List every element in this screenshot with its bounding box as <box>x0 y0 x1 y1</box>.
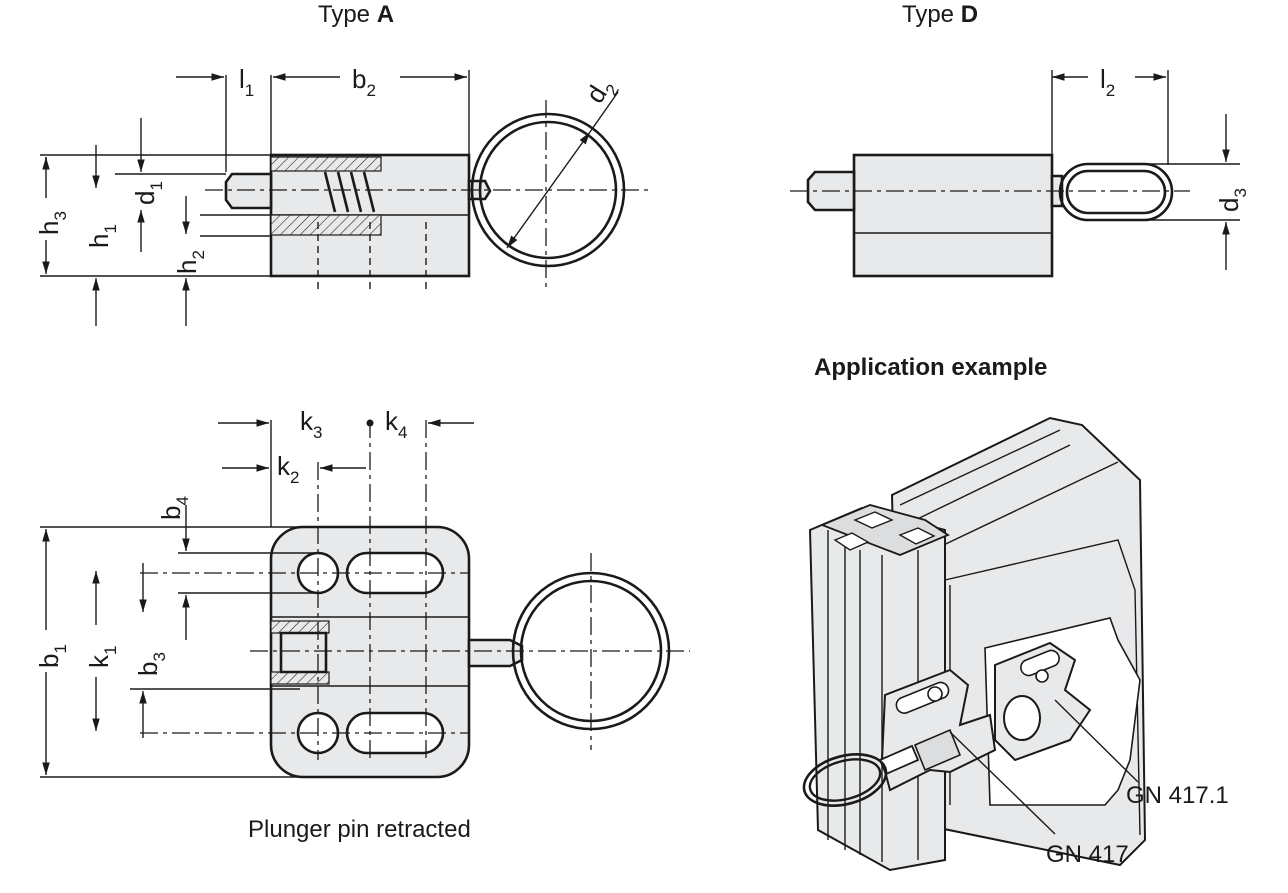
plunger-retracted-caption: Plunger pin retracted <box>248 816 471 843</box>
dim-d2: d2 <box>580 72 623 111</box>
leader-gn417 <box>949 731 1056 835</box>
dim-b1: b1 <box>34 644 70 668</box>
type-a-drawing <box>40 70 650 326</box>
dim-k4: k4 <box>385 406 407 442</box>
dim-h3: h3 <box>34 211 70 235</box>
type-a-section-bottom <box>270 214 382 236</box>
type-d-title: Type D <box>902 1 978 28</box>
dim-l1: l1 <box>239 64 254 100</box>
type-d-drawing <box>790 70 1240 278</box>
type-d-handle-loop <box>1058 162 1174 222</box>
type-a-section-top <box>270 156 382 172</box>
dim-h2: h2 <box>172 250 208 274</box>
dim-b3: b3 <box>133 652 169 676</box>
dim-b4: b4 <box>156 496 192 520</box>
dim-k2: k2 <box>277 451 299 487</box>
type-a-spring <box>323 171 376 213</box>
dim-h1: h1 <box>84 224 120 248</box>
callout-gn417: GN 417 <box>1046 841 1129 868</box>
dim-k3: k3 <box>300 406 322 442</box>
type-d-body <box>852 153 1054 278</box>
dim-b2: b2 <box>352 64 376 100</box>
type-a-plunger-pin <box>224 172 273 210</box>
application-example-title: Application example <box>814 354 1047 381</box>
dim-l2: l2 <box>1100 64 1115 100</box>
dim-d3: d3 <box>1214 188 1250 212</box>
application-example-illustration <box>802 416 1147 872</box>
retracted-drawing <box>40 419 690 779</box>
dim-d1: d1 <box>130 181 166 205</box>
leader-gn417-1 <box>1054 699 1139 783</box>
type-a-title: Type A <box>318 1 394 28</box>
dim-k1: k1 <box>84 646 120 668</box>
callout-gn417-1: GN 417.1 <box>1126 782 1229 809</box>
